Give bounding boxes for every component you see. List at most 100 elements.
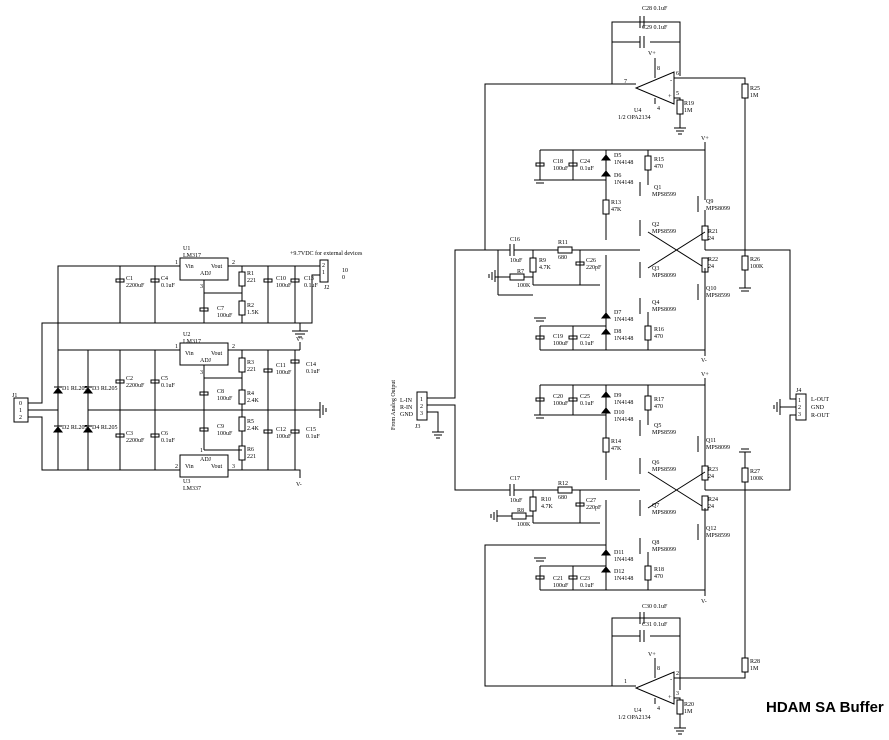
u4b-pin: 1 (624, 679, 627, 685)
diode-d10-icon (600, 407, 612, 414)
top-channel: C28 0.1uF C29 0.1uF - + 7 6 5 8 4 V+ U4 … (484, 6, 764, 364)
q1-value: MPS8599 (652, 192, 676, 198)
c3-label: C3 (126, 431, 133, 437)
r20-value: 1M (684, 709, 693, 715)
c25-label: C25 (580, 394, 590, 400)
d11-label: D11 (614, 550, 624, 556)
c26-label: C26 (586, 258, 596, 264)
u4a-part: 1/2 OPA2134 (618, 115, 651, 121)
j3-side-label: From Analog Output (391, 380, 397, 430)
bottom-channel: V+ C20 100uF C25 0.1uF D9 1N4148 D10 1N4… (484, 372, 764, 735)
r27-value: 100K (750, 476, 764, 482)
u1-pin: 2 (232, 260, 235, 266)
c25-value: 0.1uF (580, 401, 595, 407)
j1-pin: 0 (19, 401, 22, 407)
r10-value: 4.7K (541, 504, 554, 510)
d10-label: D10 (614, 410, 624, 416)
diode-d12-icon (600, 566, 612, 573)
u2-ref: U2 (183, 332, 190, 338)
regulator-u3 (179, 454, 229, 478)
d2-label: D2 RL205 (62, 425, 88, 431)
c30-label: C30 0.1uF (642, 604, 668, 610)
q10-label: Q10 (706, 286, 716, 292)
r5-label: R5 (247, 419, 254, 425)
q8-value: MPS8099 (652, 547, 676, 553)
q8-label: Q8 (652, 540, 659, 546)
r21-label: R21 (708, 229, 718, 235)
q7-label: Q7 (652, 503, 659, 509)
c7-value: 100uF (217, 313, 233, 319)
q12-label: Q12 (706, 526, 716, 532)
u4a-pin: 6 (676, 71, 679, 77)
u4b-part: 1/2 OPA2134 (618, 715, 651, 721)
r23-value: 24 (708, 474, 714, 480)
c5-label: C5 (161, 376, 168, 382)
u2-adj: ADJ (200, 358, 212, 364)
r13-label: R13 (611, 200, 621, 206)
opamp-vplus: V+ (648, 51, 656, 57)
q6-label: Q6 (652, 460, 659, 466)
j3-line: R-IN (400, 405, 413, 411)
connector-j2 (319, 259, 329, 283)
d1-label: D1 RL205 (62, 386, 88, 392)
q4-label: Q4 (652, 300, 659, 306)
r4-value: 2.4K (247, 398, 260, 404)
r1-label: R1 (247, 271, 254, 277)
r6-label: R6 (247, 447, 254, 453)
r1-value: 221 (247, 278, 256, 284)
c18-label: C18 (553, 159, 563, 165)
r19-value: 1M (684, 108, 693, 114)
d12-value: 1N4148 (614, 576, 633, 582)
r20-label: R20 (684, 702, 694, 708)
rail-vminus-top: V- (701, 358, 707, 364)
c2-value: 2200uF (126, 383, 145, 389)
c2-label: C2 (126, 376, 133, 382)
q9-label: Q9 (706, 199, 713, 205)
rail-vplus-bot: V+ (701, 372, 709, 378)
c11-label: C11 (276, 363, 286, 369)
diode-d11-icon (600, 549, 612, 556)
c21-value: 100uF (553, 583, 569, 589)
c9-value: 100uF (217, 431, 233, 437)
c15-label: C15 (306, 427, 316, 433)
d8-label: D8 (614, 329, 621, 335)
page-title: HDAM SA Buffer (766, 699, 884, 716)
q10-value: MPS8599 (706, 293, 730, 299)
u1-pin: 1 (175, 260, 178, 266)
r24-value: 24 (708, 504, 714, 510)
r7-label: R7 (517, 269, 524, 275)
c10-label: C10 (276, 276, 286, 282)
r8-label: R8 (517, 508, 524, 514)
j4-pin: 1 (798, 398, 801, 404)
r17-value: 470 (654, 404, 663, 410)
u1-part: LM317 (183, 253, 201, 259)
c3-value: 2200uF (126, 438, 145, 444)
r13-value: 47K (611, 207, 622, 213)
d10-value: 1N4148 (614, 417, 633, 423)
d4-label: D4 RL205 (92, 425, 118, 431)
j3-pin: 3 (420, 411, 423, 417)
u4b-pin: 4 (657, 706, 660, 712)
r9-label: R9 (539, 258, 546, 264)
r23-label: R23 (708, 467, 718, 473)
r3-value: 221 (247, 367, 256, 373)
c22-label: C22 (580, 334, 590, 340)
r10-label: R10 (541, 497, 551, 503)
r4-label: R4 (247, 391, 254, 397)
c16-value: 10uF (510, 258, 523, 264)
c10-value: 100uF (276, 283, 292, 289)
c26-value: 220pF (586, 265, 602, 271)
u2-pin: 2 (232, 344, 235, 350)
j4-line: GND (811, 405, 825, 411)
diode-d1-icon (52, 387, 64, 394)
c8-label: C8 (217, 389, 224, 395)
c8-value: 100uF (217, 396, 233, 402)
u1-adj: ADJ (200, 271, 212, 277)
c27-label: C27 (586, 498, 596, 504)
d5-label: D5 (614, 153, 621, 159)
r8-value: 100K (517, 522, 531, 528)
r15-label: R15 (654, 157, 664, 163)
j3-line: L-IN (400, 398, 413, 404)
c1-label: C1 (126, 276, 133, 282)
q12-value: MPS8599 (706, 533, 730, 539)
